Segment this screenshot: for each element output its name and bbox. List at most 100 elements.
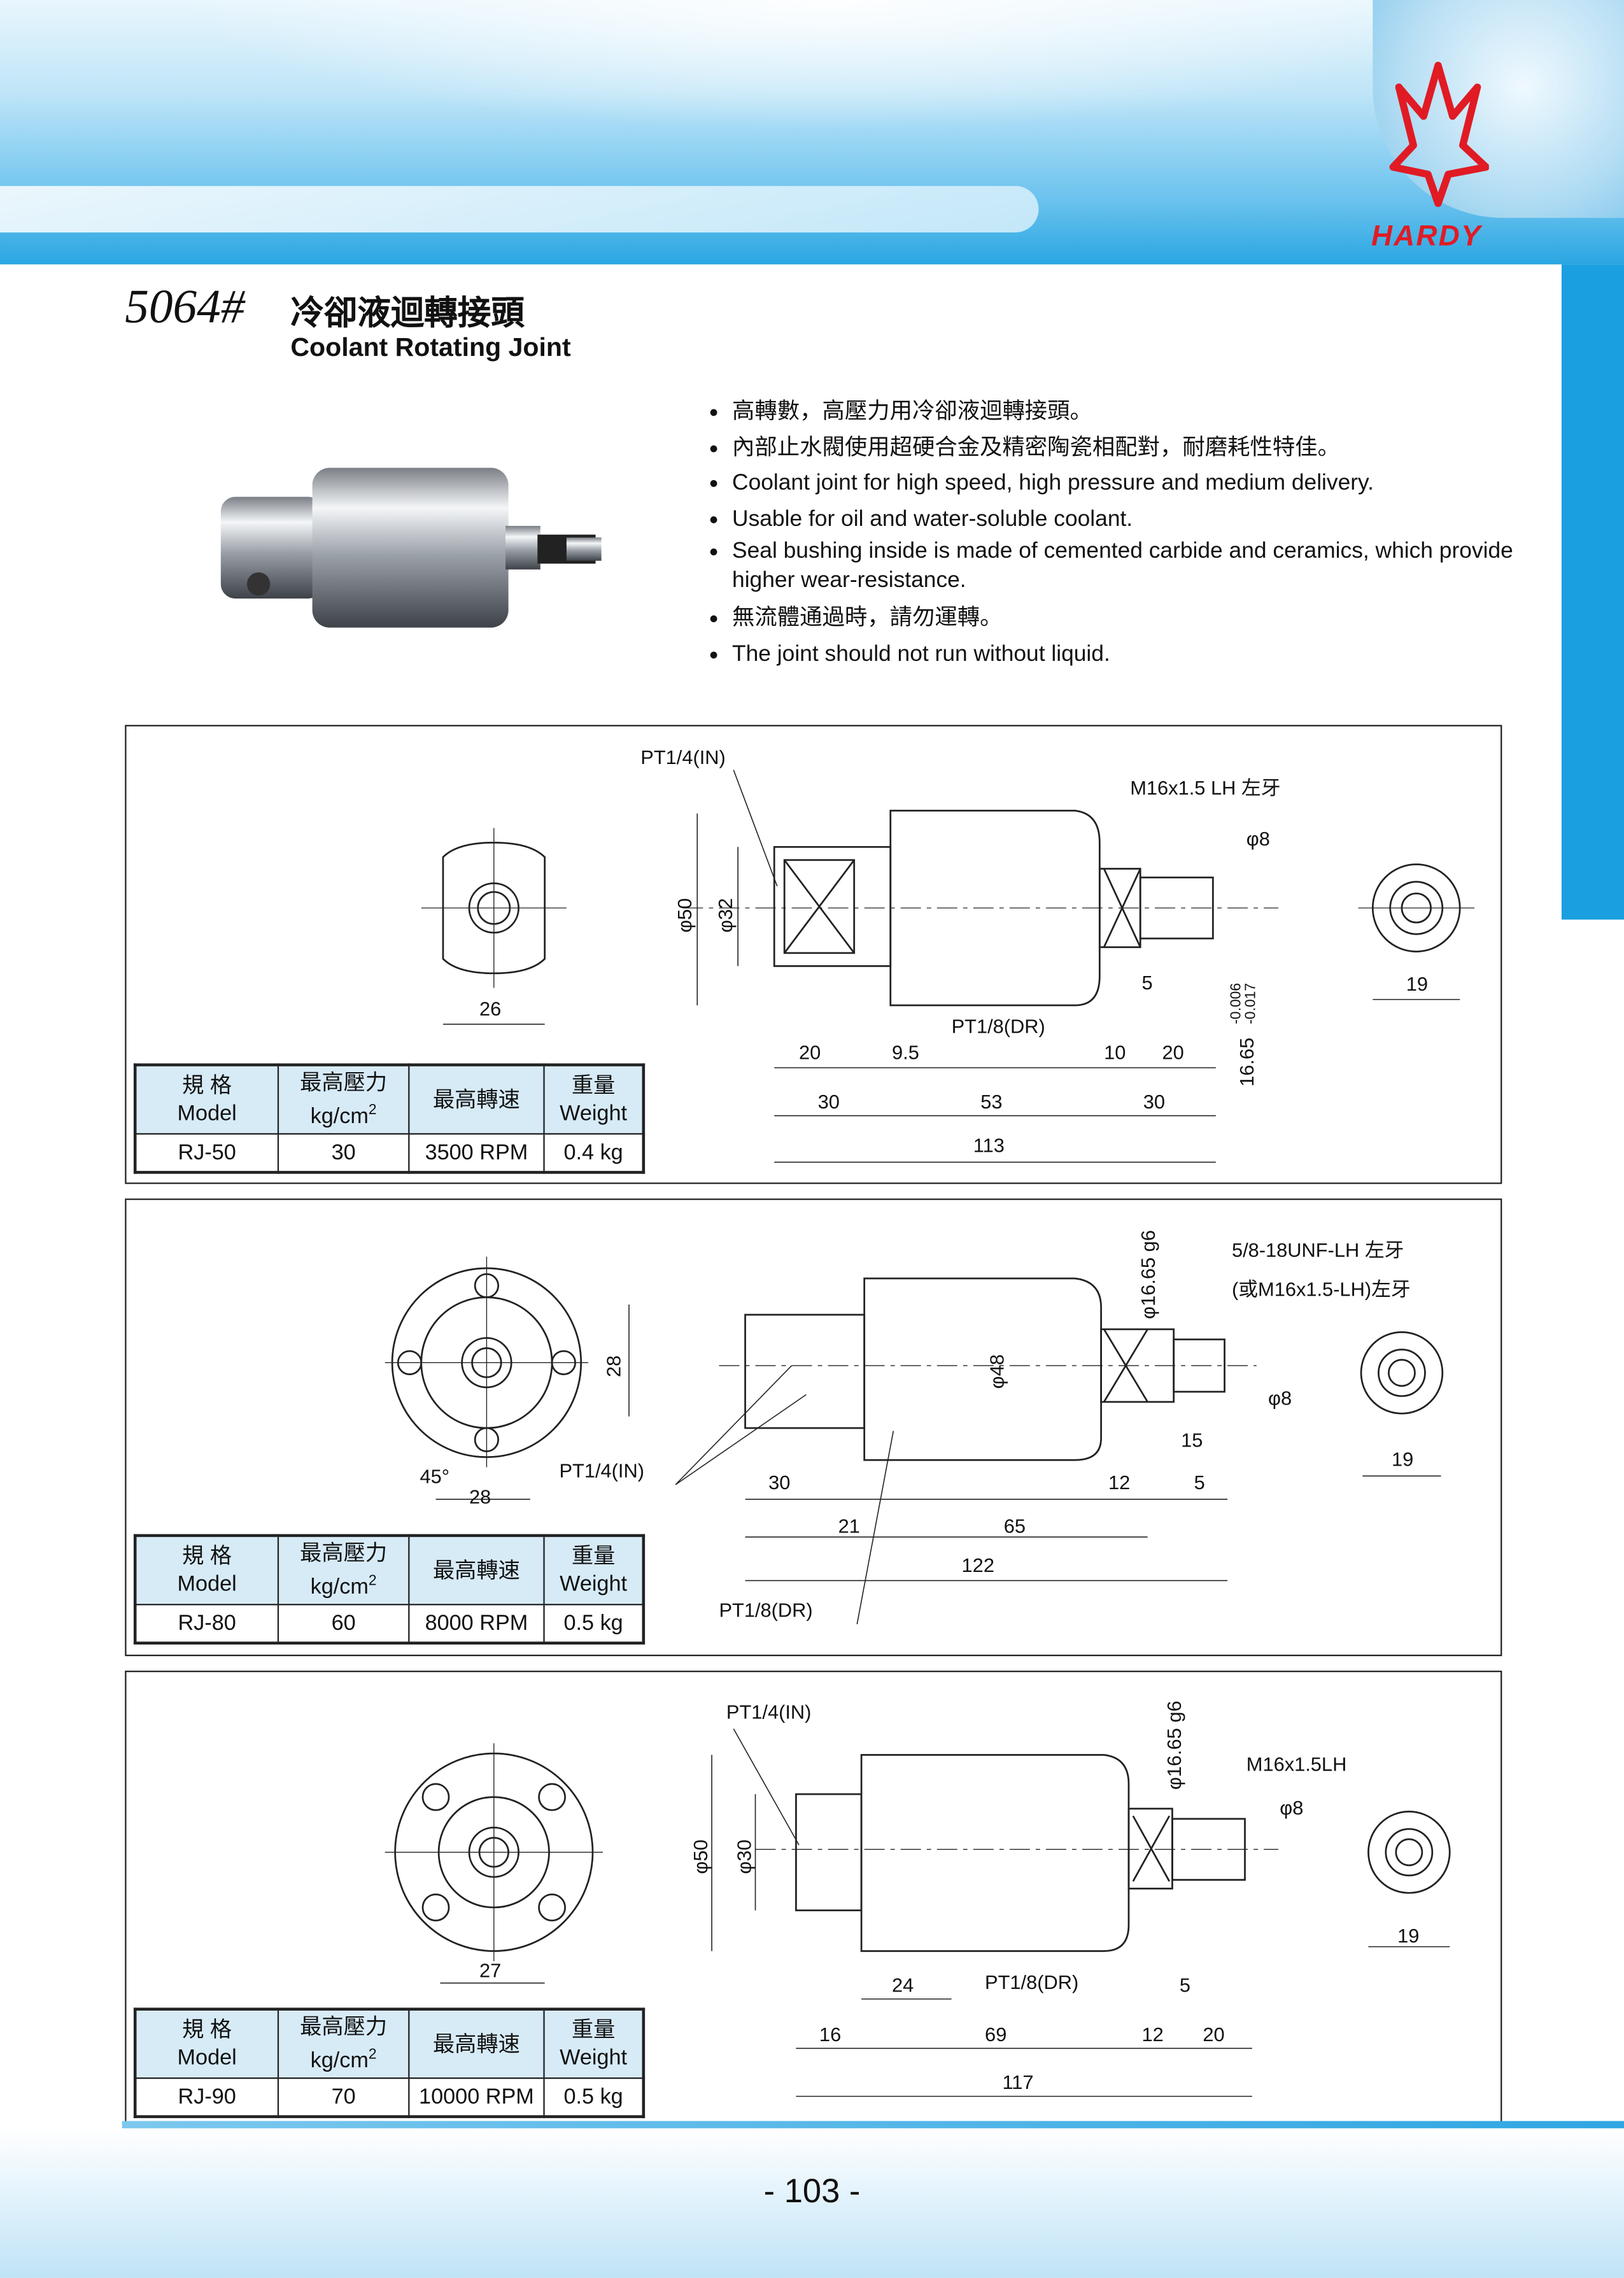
pressure-cell: 30: [277, 1133, 410, 1173]
dim-label: 65: [1003, 1515, 1026, 1538]
dim-label: 12: [1108, 1471, 1131, 1494]
dim-label: φ50: [674, 898, 696, 933]
dim-label: 24: [892, 1974, 914, 1997]
dim-label: -0.017: [1243, 982, 1260, 1024]
feature-item: Seal bushing inside is made of cemented …: [709, 538, 1525, 602]
dim-label: 45°: [420, 1466, 450, 1488]
dim-label: 21: [838, 1515, 860, 1538]
dim-label: 19: [1391, 1448, 1414, 1471]
dim-label: (或M16x1.5-LH)左牙: [1231, 1278, 1411, 1301]
dim-label: φ16.65 g6: [1137, 1229, 1159, 1319]
dim-label: PT1/8(DR): [719, 1599, 813, 1622]
dim-label: 20: [1203, 2023, 1225, 2046]
dim-label: 19: [1406, 973, 1429, 996]
dim-label: 16: [819, 2023, 842, 2046]
speed-cell: 10000 RPM: [408, 2077, 545, 2118]
feature-item: 高轉數，高壓力用冷卻液迴轉接頭。: [709, 395, 1525, 431]
dim-label: 5/8-18UNF-LH 左牙: [1231, 1239, 1404, 1261]
weight-cell: 0.5 kg: [543, 1604, 644, 1644]
speed-cell: 8000 RPM: [408, 1604, 545, 1644]
dim-label: 16.65: [1236, 1037, 1259, 1087]
dim-label: φ8: [1246, 828, 1270, 850]
speed-header: 最高轉速: [408, 1534, 545, 1606]
dim-label: PT1/4(IN): [726, 1701, 812, 1723]
feature-list: 高轉數，高壓力用冷卻液迴轉接頭。 內部止水閥使用超硬合金及精密陶瓷相配對，耐磨耗…: [709, 395, 1525, 674]
pressure-cell: 60: [277, 1604, 410, 1644]
dim-label: -0.006: [1229, 982, 1245, 1024]
product-photo: [220, 467, 602, 628]
product-code: 5064#: [125, 281, 245, 334]
dim-label: 19: [1397, 1925, 1420, 1947]
footer-banner: [0, 2128, 1624, 2278]
dim-label: 12: [1141, 2023, 1164, 2046]
side-tab: [1561, 264, 1624, 920]
dim-label: 5: [1179, 1974, 1190, 1997]
dim-label: φ50: [689, 1839, 712, 1874]
speed-header: 最高轉速: [408, 1064, 545, 1135]
dim-label: PT1/4(IN): [559, 1460, 645, 1482]
dim-label: 9.5: [892, 1042, 919, 1064]
feature-item: Coolant joint for high speed, high press…: [709, 467, 1525, 502]
dim-label: 15: [1181, 1429, 1203, 1452]
dim-label: 30: [768, 1471, 791, 1494]
weight-cell: 0.5 kg: [543, 2077, 644, 2118]
feature-item: Usable for oil and water-soluble coolant…: [709, 502, 1525, 538]
dim-label: 69: [985, 2023, 1007, 2046]
speed-cell: 3500 RPM: [408, 1133, 545, 1173]
model-cell: RJ-50: [134, 1133, 279, 1173]
dim-label: φ16.65 g6: [1163, 1701, 1185, 1790]
dim-label: M16x1.5 LH 左牙: [1130, 777, 1281, 799]
dim-label: 5: [1141, 972, 1153, 994]
hardy-logo-icon: [1389, 61, 1489, 208]
dim-label: 20: [1162, 1042, 1184, 1064]
weight-cell: 0.4 kg: [543, 1133, 644, 1173]
dim-label: φ30: [733, 1839, 756, 1874]
product-title-en: Coolant Rotating Joint: [290, 332, 571, 362]
dim-label: M16x1.5LH: [1246, 1753, 1347, 1776]
dim-label: 53: [980, 1091, 1003, 1113]
header-glow: [174, 0, 1482, 131]
product-title-zh: 冷卻液迴轉接頭: [290, 293, 525, 332]
dim-label: 5: [1194, 1471, 1205, 1494]
drawing-rj50: [421, 770, 1475, 1163]
dim-label: 27: [479, 1960, 502, 1982]
feature-item: 內部止水閥使用超硬合金及精密陶瓷相配對，耐磨耗性特佳。: [709, 431, 1525, 467]
dim-label: φ32: [714, 898, 737, 933]
dim-label: 117: [1002, 2071, 1034, 2094]
brand-logo-text: HARDY: [1371, 220, 1482, 253]
dim-label: 30: [817, 1091, 840, 1113]
dim-label: φ8: [1268, 1387, 1292, 1410]
table-row: RJ-80 60 8000 RPM 0.5 kg: [134, 1604, 644, 1644]
table-row: RJ-50 30 3500 RPM 0.4 kg: [134, 1133, 644, 1173]
model-cell: RJ-80: [134, 1604, 279, 1644]
pressure-cell: 70: [277, 2077, 410, 2118]
drawing-rj80: [385, 1256, 1444, 1625]
table-row: RJ-90 70 10000 RPM 0.5 kg: [134, 2077, 644, 2118]
drawing-rj90: [385, 1728, 1451, 2097]
dim-label: PT1/8(DR): [985, 1971, 1079, 1993]
dim-label: 10: [1104, 1042, 1126, 1064]
dim-label: 30: [1143, 1091, 1166, 1113]
dim-label: PT1/8(DR): [951, 1015, 1045, 1038]
dim-label: PT1/4(IN): [640, 746, 726, 769]
speed-header: 最高轉速: [408, 2008, 545, 2079]
header-wave: [0, 186, 1039, 233]
feature-item: 無流體通過時，請勿運轉。: [709, 602, 1525, 638]
dim-label: 122: [961, 1554, 994, 1576]
dim-label: 113: [973, 1135, 1005, 1157]
dim-label: 20: [798, 1042, 821, 1064]
dim-label: 26: [479, 998, 502, 1020]
